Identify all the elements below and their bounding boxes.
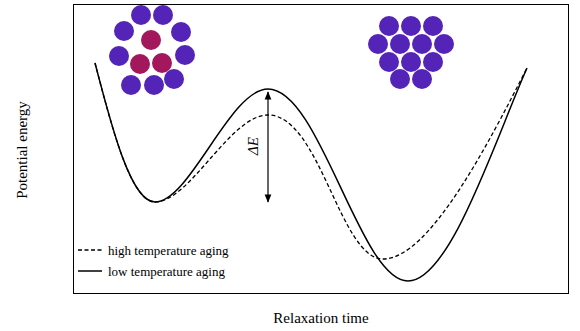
particle bbox=[144, 75, 164, 95]
disordered-cluster bbox=[109, 5, 195, 95]
particle bbox=[401, 16, 421, 36]
barrier-label: ΔE bbox=[246, 135, 261, 157]
particle bbox=[412, 69, 432, 89]
low-temperature-curve bbox=[95, 63, 527, 281]
legend-solid-sample bbox=[78, 270, 102, 272]
particle bbox=[121, 75, 141, 95]
ordered-cluster bbox=[368, 16, 454, 89]
particle bbox=[434, 34, 454, 54]
plot-frame bbox=[74, 5, 569, 294]
particle bbox=[379, 16, 399, 36]
legend-entry: low temperature aging bbox=[108, 265, 225, 278]
particle bbox=[131, 5, 151, 25]
particle bbox=[401, 52, 421, 72]
particle bbox=[368, 34, 388, 54]
particle bbox=[164, 69, 184, 89]
particle bbox=[171, 22, 191, 42]
particle bbox=[175, 45, 195, 65]
particle bbox=[109, 46, 129, 66]
particle bbox=[412, 34, 432, 54]
particle bbox=[130, 54, 150, 74]
particle bbox=[141, 30, 161, 50]
particle bbox=[379, 52, 399, 72]
axis-label: Relaxation time bbox=[273, 311, 368, 326]
particle bbox=[114, 21, 134, 41]
particle bbox=[390, 34, 410, 54]
axis-label: Potential energy bbox=[15, 101, 30, 199]
particle bbox=[423, 16, 443, 36]
particle bbox=[152, 53, 172, 73]
high-temperature-curve bbox=[95, 63, 527, 259]
particle bbox=[390, 69, 410, 89]
energy-barrier-arrow bbox=[267, 92, 268, 202]
legend-dashed-sample bbox=[78, 249, 102, 250]
legend-entry: high temperature aging bbox=[108, 244, 229, 257]
particle bbox=[153, 5, 173, 25]
particle bbox=[423, 52, 443, 72]
